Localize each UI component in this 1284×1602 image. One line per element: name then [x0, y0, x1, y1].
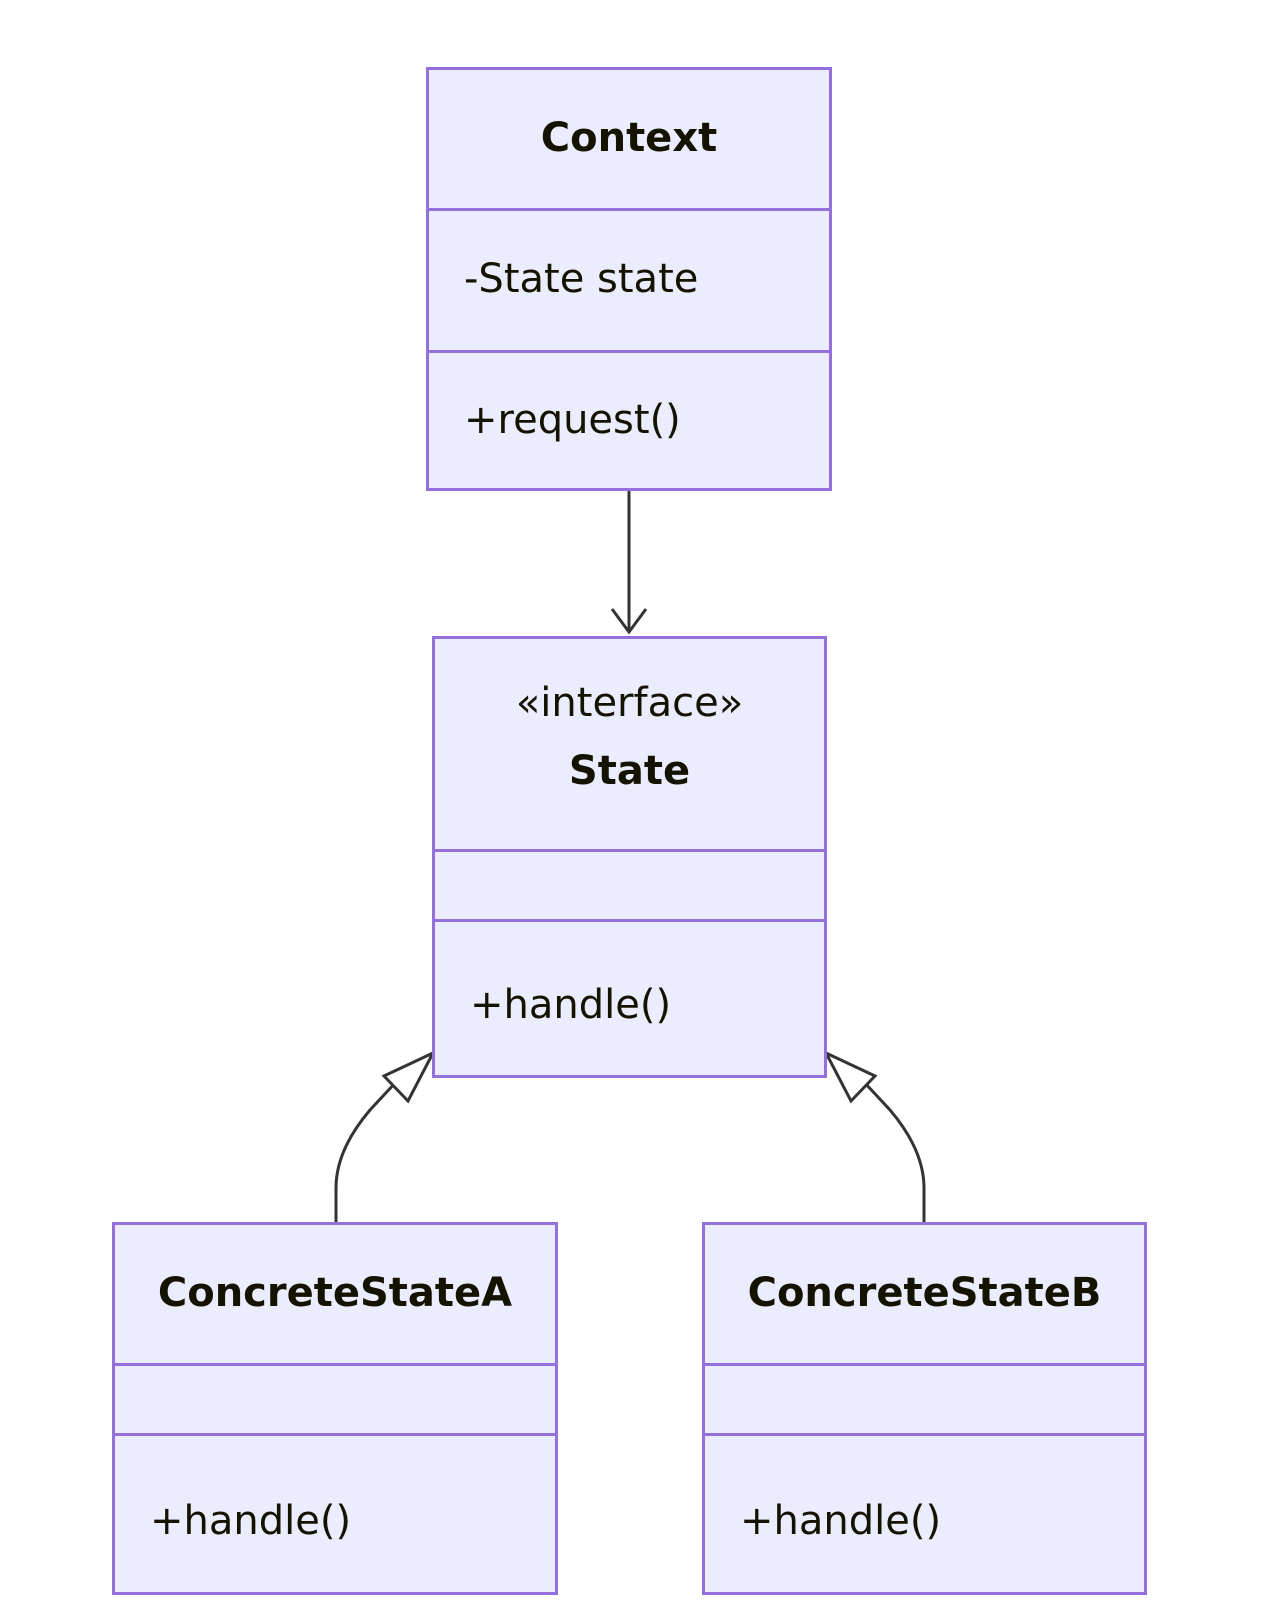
divider: [115, 1433, 555, 1436]
class-name: ConcreteStateB: [747, 1270, 1102, 1316]
divider: [429, 350, 829, 353]
method: +handle(): [740, 1498, 942, 1544]
divider: [435, 849, 824, 852]
divider: [705, 1363, 1144, 1366]
method: +handle(): [470, 982, 672, 1028]
class-context[interactable]: Context -State state +request(): [426, 67, 832, 491]
divider: [705, 1433, 1144, 1436]
class-name: ConcreteStateA: [157, 1270, 513, 1316]
realization-edge-b-state: [822, 1049, 926, 1222]
method: +handle(): [150, 1498, 352, 1544]
hollow-triangle-head: [822, 1049, 878, 1104]
divider: [115, 1363, 555, 1366]
class-name: State: [568, 748, 691, 794]
hollow-triangle-head: [381, 1049, 437, 1104]
class-state-interface[interactable]: «interface» State +handle(): [432, 636, 827, 1078]
association-edge-context-state: [610, 490, 648, 635]
method: +request(): [464, 397, 681, 443]
open-arrow-head: [610, 608, 648, 635]
class-concrete-state-b[interactable]: ConcreteStateB +handle(): [702, 1222, 1147, 1595]
realization-edge-a-state: [334, 1049, 437, 1222]
class-concrete-state-a[interactable]: ConcreteStateA +handle(): [112, 1222, 558, 1595]
stereotype-label: «interface»: [515, 680, 744, 726]
class-name: Context: [540, 115, 718, 161]
attribute: -State state: [464, 256, 699, 302]
divider: [429, 208, 829, 211]
divider: [435, 919, 824, 922]
